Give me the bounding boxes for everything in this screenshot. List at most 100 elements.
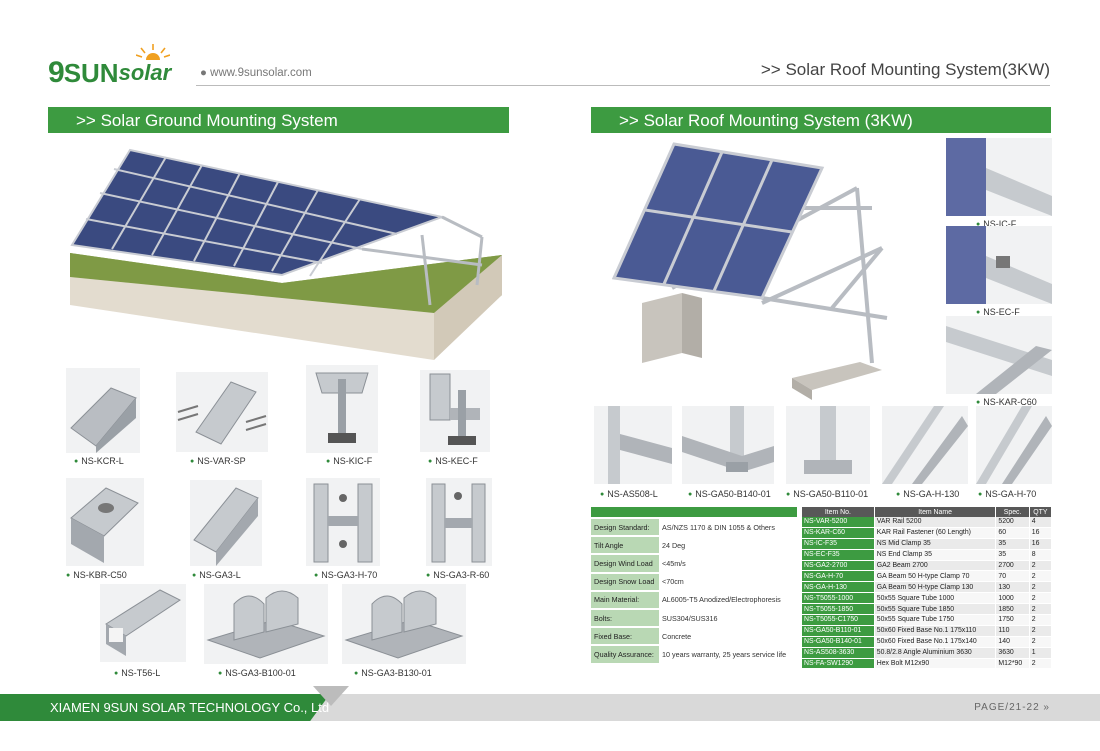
- item-no-cell: NS-GA2-2700: [802, 560, 875, 572]
- logo-nine: 9: [48, 56, 65, 89]
- table-cell: 2: [1029, 603, 1053, 616]
- fixed-base-icon: [804, 406, 852, 474]
- part-image-mid-clamp: [946, 138, 1052, 216]
- part-label: NS-GA3-B100-01: [218, 668, 296, 678]
- table-cell: 110: [995, 625, 1030, 637]
- part-image-h-clamp: [882, 406, 968, 484]
- table-cell: 35: [995, 538, 1030, 550]
- header-divider: [196, 85, 1050, 86]
- spec-value: Concrete: [659, 627, 797, 647]
- table-cell: 16: [1029, 527, 1053, 539]
- spec-value: 10 years warranty, 25 years service life: [659, 645, 797, 665]
- table-cell: 2: [1029, 560, 1053, 572]
- table-cell: 140: [995, 636, 1030, 648]
- footer-notch: [313, 686, 349, 706]
- part-label: NS-EC-F: [976, 307, 1020, 317]
- item-no-cell: NS-EC-F35: [802, 549, 875, 561]
- ground-mount-illustration: [70, 148, 502, 360]
- website-link[interactable]: ● www.9sunsolar.com: [200, 67, 312, 79]
- table-cell: 50.8/2.8 Angle Aluminium 3630: [874, 647, 997, 659]
- spec-value: AL6005-T5 Anodized/Electrophoresis: [659, 590, 797, 610]
- part-label: NS-GA3-H-70: [314, 570, 377, 580]
- part-image-h-clamp: [306, 478, 380, 566]
- table-cell: 3630: [995, 647, 1030, 659]
- table-cell: 2: [1029, 636, 1053, 648]
- table-cell: 2: [1029, 658, 1053, 670]
- table-cell: 50x60 Fixed Base No.1 175x140: [874, 636, 997, 648]
- table-cell: M12*90: [995, 658, 1030, 670]
- part-image-splice: [176, 372, 268, 452]
- end-clamp-icon: [429, 373, 480, 445]
- table-cell: 130: [995, 581, 1030, 594]
- part-image-h-clamp: [976, 406, 1052, 484]
- footer-green-block: [0, 694, 330, 721]
- table-cell: 1000: [995, 592, 1030, 605]
- part-label: NS-T56-L: [114, 668, 160, 678]
- part-label: NS-GA3-L: [192, 570, 241, 580]
- part-image-tube: [100, 584, 186, 662]
- item-no-cell: NS-T5055-1850: [802, 603, 875, 616]
- item-no-cell: NS-GA50-B110-01: [802, 625, 875, 637]
- item-no-cell: NS-AS508-3630: [802, 647, 875, 659]
- table-cell: VAR Rail 5200: [874, 517, 997, 528]
- part-image-base: [204, 584, 328, 664]
- tube-icon: [105, 589, 181, 656]
- rail-fastener-icon: [946, 326, 1052, 394]
- company-logo: 9 SUN solar: [48, 44, 171, 89]
- spec-value: <45m/s: [659, 554, 797, 574]
- spec-key: Main Material:: [591, 590, 659, 610]
- spec-value: SUS304/SUS316: [659, 608, 797, 629]
- spec-key: Quality Assurance:: [591, 645, 659, 665]
- item-no-cell: NS-VAR-5200: [802, 517, 875, 528]
- h-clamp-icon: [976, 406, 1052, 484]
- part-label: NS-GA3-R-60: [426, 570, 489, 580]
- item-no-cell: NS-FA-SW1290: [802, 658, 875, 670]
- spec-key: Design Wind Load: [591, 554, 659, 574]
- part-label: NS-GA50-B110-01: [786, 489, 868, 499]
- table-cell: 1: [1029, 647, 1053, 659]
- spec-key: Bolts:: [591, 608, 659, 629]
- spec-key: Design Standard:: [591, 518, 659, 538]
- part-image-rail-fastener: [946, 316, 1052, 394]
- sun-icon: [136, 44, 170, 60]
- spec-key: Fixed Base:: [591, 627, 659, 647]
- item-no-cell: NS-KAR-C60: [802, 527, 875, 539]
- table-cell: 50x55 Square Tube 1000: [874, 592, 997, 605]
- item-no-cell: NS-GA-H-130: [802, 581, 875, 594]
- spec-value: AS/NZS 1170 & DIN 1055 & Others: [659, 518, 797, 538]
- page-title: >> Solar Roof Mounting System(3KW): [760, 60, 1050, 79]
- table-cell: 35: [995, 549, 1030, 561]
- part-label: NS-KIC-F: [326, 456, 372, 466]
- part-label: NS-GA50-B140-01: [688, 489, 771, 499]
- logo-sun: SUN: [63, 58, 119, 88]
- item-no-cell: NS-T5055-1000: [802, 592, 875, 605]
- table-cell: 2: [1029, 614, 1053, 626]
- column-header: Item Name: [874, 507, 997, 517]
- table-cell: 16: [1029, 538, 1053, 550]
- spec-value: <70cm: [659, 572, 797, 592]
- table-cell: 2700: [995, 560, 1030, 572]
- h-clamp-icon: [313, 483, 373, 563]
- end-clamp-icon: [946, 226, 1052, 304]
- roof-mount-illustration: [612, 142, 888, 400]
- part-image-rail: [190, 480, 262, 566]
- part-image-bracket: [66, 478, 144, 566]
- item-no-cell: NS-GA50-B140-01: [802, 636, 875, 648]
- fixed-base-icon: [682, 406, 774, 472]
- item-no-cell: NS-GA-H-70: [802, 570, 875, 583]
- column-header: Spec.: [995, 507, 1030, 517]
- part-label: NS-GA-H-130: [896, 489, 959, 499]
- part-label: NS-KBR-C50: [66, 570, 127, 580]
- part-label: NS-KCR-L: [74, 456, 124, 466]
- part-image-fixed-base: [786, 406, 870, 484]
- spec-value: 24 Deg: [659, 536, 797, 556]
